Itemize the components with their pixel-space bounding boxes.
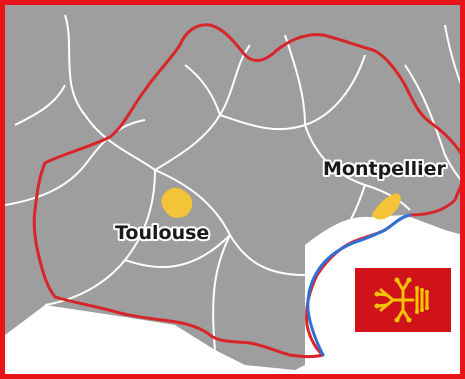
- southern-white-area: [5, 305, 325, 374]
- coastline: [306, 213, 412, 357]
- montpellier-urban-area: [372, 193, 401, 220]
- toulouse-label: Toulouse: [115, 222, 209, 244]
- department-borders: [5, 14, 460, 351]
- montpellier-label: Montpellier: [323, 158, 446, 180]
- toulouse-urban-area: [161, 187, 193, 218]
- occitan-cross-flag-icon: [355, 268, 451, 332]
- regional-map: Toulouse Montpellier: [5, 5, 460, 374]
